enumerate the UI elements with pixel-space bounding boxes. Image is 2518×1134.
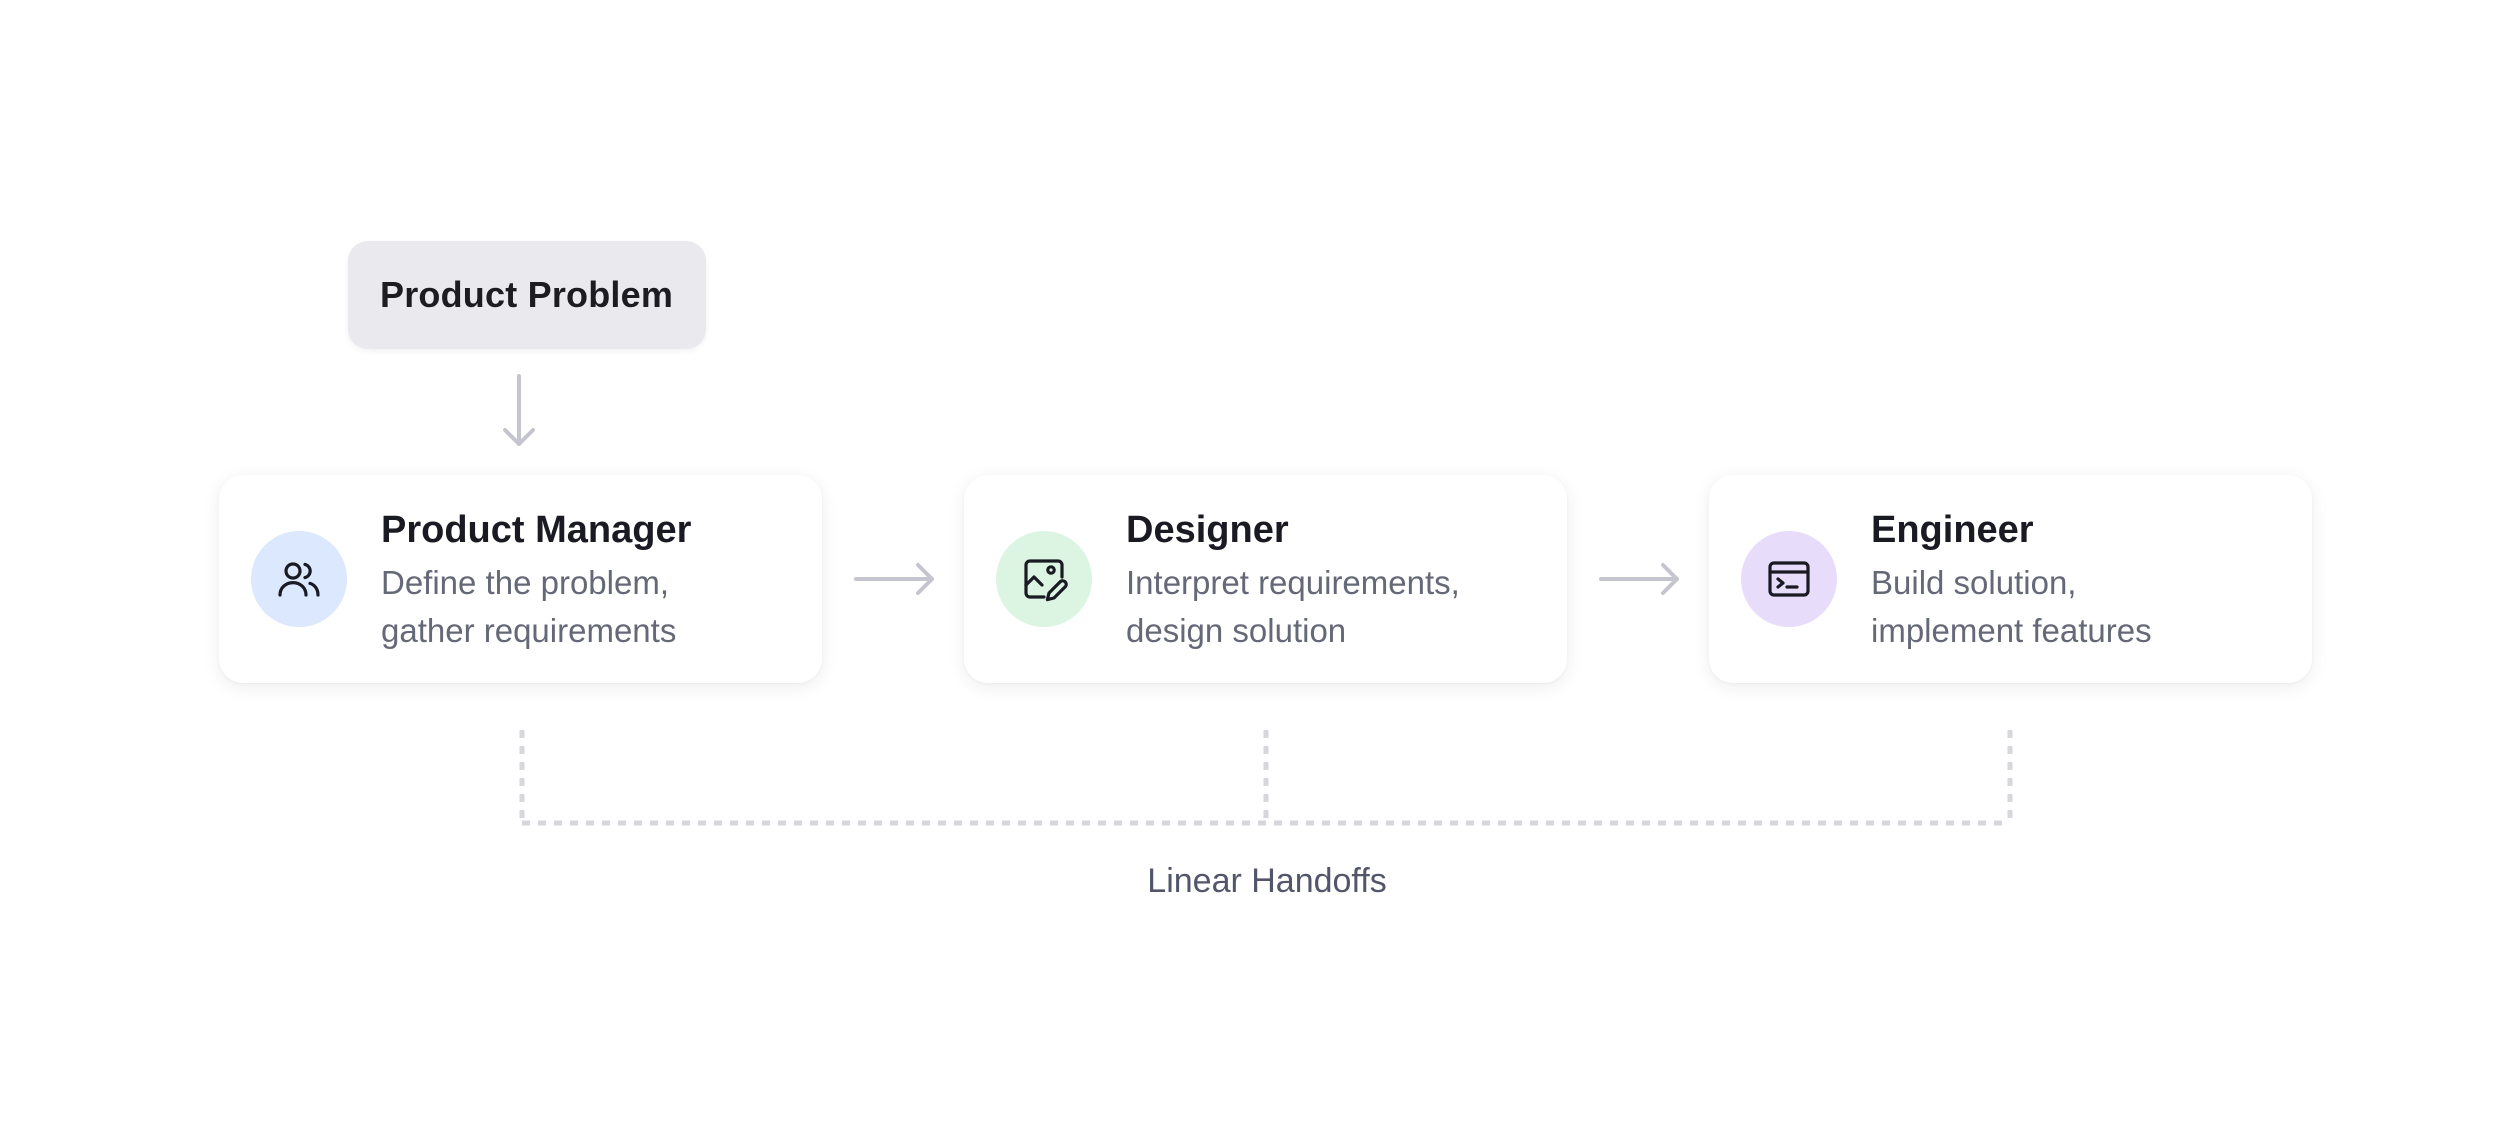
role-description-line: design solution <box>1126 612 1347 649</box>
role-card-designer: Designer Interpret requirements, design … <box>964 475 1567 683</box>
arrow-pm-to-designer <box>854 563 934 595</box>
role-description-line: Define the problem, <box>381 564 669 601</box>
role-card-product-manager: Product Manager Define the problem, gath… <box>219 475 822 683</box>
image-edit-icon <box>1024 559 1068 602</box>
product-problem-label: Product Problem <box>380 274 674 315</box>
role-description: Define the problem, gather requirements <box>381 559 801 655</box>
role-description-line: implement features <box>1871 612 2152 649</box>
role-title: Product Manager <box>381 509 692 551</box>
role-icon-circle <box>996 531 1092 627</box>
handoff-bracket <box>519 730 2013 826</box>
role-description-line: gather requirements <box>381 612 677 649</box>
role-icon-circle <box>251 531 347 627</box>
role-icon-circle <box>1741 531 1837 627</box>
arrow-designer-to-engineer <box>1599 563 1679 595</box>
down-arrow <box>503 374 535 446</box>
role-title: Engineer <box>1871 509 2034 551</box>
role-description-line: Interpret requirements, <box>1126 564 1460 601</box>
terminal-window-icon <box>1768 561 1810 597</box>
users-icon <box>278 562 320 597</box>
product-problem-box: Product Problem <box>348 241 706 349</box>
role-title: Designer <box>1126 509 1289 551</box>
role-card-engineer: Engineer Build solution, implement featu… <box>1709 475 2312 683</box>
linear-handoffs-label: Linear Handoffs <box>1147 862 1387 900</box>
role-description: Build solution, implement features <box>1871 559 2291 655</box>
role-description-line: Build solution, <box>1871 564 2077 601</box>
role-description: Interpret requirements, design solution <box>1126 559 1546 655</box>
